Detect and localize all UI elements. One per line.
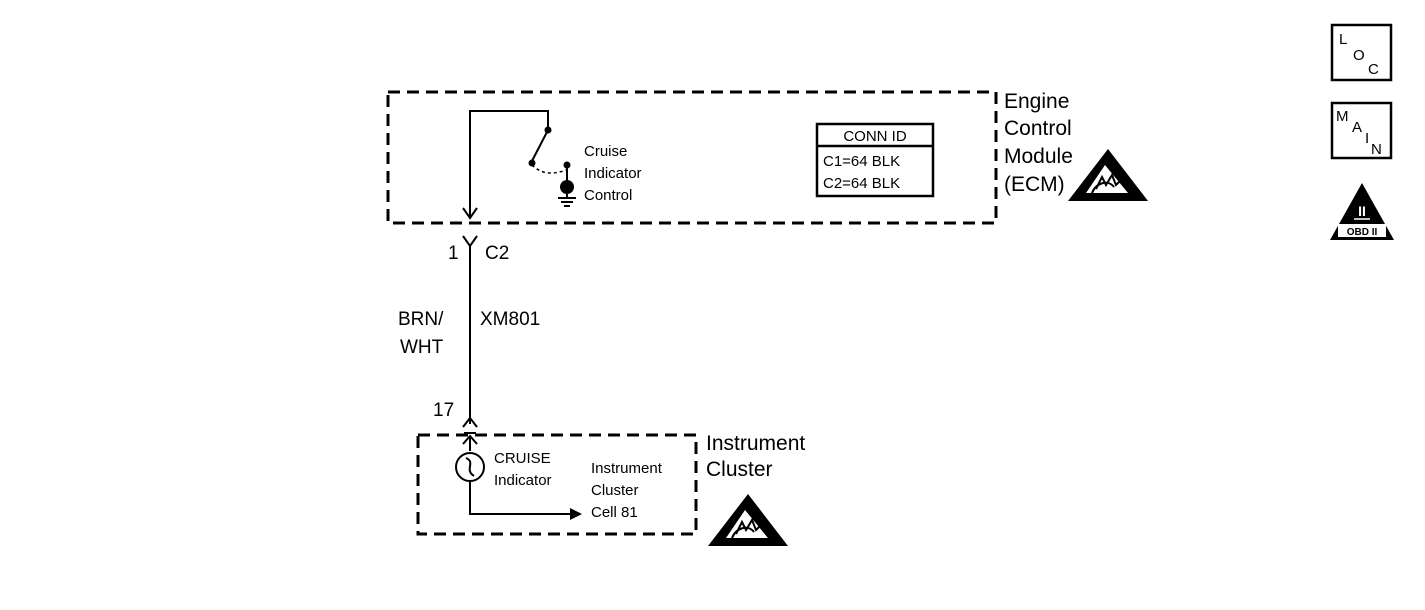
- main-letter: N: [1371, 141, 1382, 158]
- connector-id: C2: [485, 243, 509, 264]
- main-button[interactable]: M A I N: [1330, 101, 1393, 160]
- main-letter: M: [1336, 108, 1349, 125]
- loc-letter: O: [1353, 47, 1365, 64]
- cruise-indicator-switch: [462, 110, 571, 220]
- switch-label-line: Indicator: [584, 165, 642, 182]
- connector-pin: 1: [448, 243, 459, 264]
- loc-letter: L: [1339, 31, 1347, 48]
- connector-pin: 17: [433, 400, 454, 421]
- obd-top-label: II: [1358, 203, 1366, 219]
- ecm-boundary: [386, 90, 998, 225]
- ground-icon: [558, 180, 576, 207]
- main-letter: I: [1365, 130, 1369, 147]
- switch-label-line: Cruise: [584, 143, 627, 160]
- loc-button[interactable]: L O C: [1330, 23, 1393, 82]
- cluster-name: Instrument Cluster: [706, 432, 805, 481]
- lamp-label-line: Indicator: [494, 472, 552, 489]
- ecm-name-line: Control: [1004, 117, 1072, 140]
- conn-id-row: C2=64 BLK: [823, 175, 900, 192]
- ecm-name-line: Module: [1004, 145, 1073, 168]
- ecm-name-line: (ECM): [1004, 173, 1065, 196]
- obd-bottom-label: OBD II: [1347, 227, 1378, 238]
- ecm-name: Engine Control Module (ECM): [1004, 90, 1073, 196]
- arrow-icon: [570, 508, 582, 520]
- lamp-label-line: CRUISE: [494, 450, 551, 467]
- cluster-ref-line: Cluster: [591, 482, 639, 499]
- wire-circuit: XM801: [480, 309, 540, 330]
- conn-id-header: CONN ID: [843, 128, 907, 145]
- cluster-reference: Instrument Cluster Cell 81: [591, 460, 663, 521]
- cluster-name-line: Instrument: [706, 432, 805, 455]
- conn-id-row: C1=64 BLK: [823, 153, 900, 170]
- loc-letter: C: [1368, 61, 1379, 78]
- switch-label-line: Control: [584, 187, 632, 204]
- wire-label: BRN/ WHT XM801: [398, 309, 540, 358]
- connector-cluster: 17: [433, 400, 478, 445]
- cluster-ref-line: Cell 81: [591, 504, 638, 521]
- cluster-boundary: [416, 433, 698, 536]
- esd-sensitive-icon: [1067, 148, 1149, 202]
- wire-segment: [469, 481, 570, 515]
- lamp-icon: [455, 452, 485, 482]
- conn-id-table: CONN ID C1=64 BLK C2=64 BLK: [815, 122, 935, 198]
- ecm-name-line: Engine: [1004, 90, 1069, 113]
- connector-c2: 1 C2: [448, 235, 509, 264]
- obd-ii-button[interactable]: II OBD II: [1330, 183, 1394, 240]
- wire-color-line: BRN/: [398, 309, 444, 330]
- esd-sensitive-icon: [707, 493, 789, 547]
- switch-label: Cruise Indicator Control: [584, 143, 642, 204]
- main-letter: A: [1352, 119, 1362, 136]
- cluster-ref-line: Instrument: [591, 460, 663, 477]
- lamp-label: CRUISE Indicator: [494, 450, 552, 489]
- wire-color-line: WHT: [400, 337, 444, 358]
- cluster-name-line: Cluster: [706, 458, 773, 481]
